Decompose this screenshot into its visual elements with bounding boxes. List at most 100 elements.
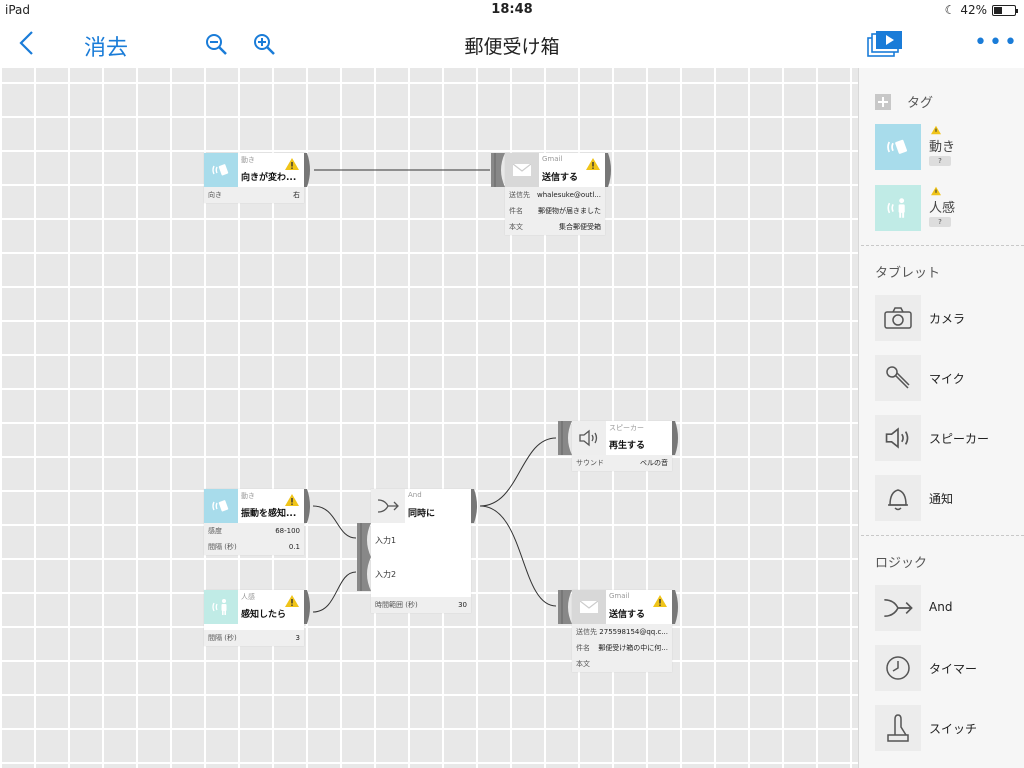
page-title: 郵便受け箱 bbox=[464, 36, 560, 58]
speaker-icon bbox=[572, 421, 606, 455]
and-input-1: 入力1 bbox=[375, 535, 397, 545]
component-palette: タグ 動き ? 人感 ? タブレット カメラ マイク スピーカー 通知 ロジック bbox=[858, 68, 1024, 768]
tags-header: タグ bbox=[907, 96, 934, 111]
palette-item-camera[interactable]: カメラ bbox=[875, 295, 1024, 341]
wire-and-speaker bbox=[479, 437, 557, 507]
node-motion-direction[interactable]: 動き 向きが変わ... 向き右 bbox=[204, 153, 310, 203]
zoom-in-icon[interactable] bbox=[252, 32, 276, 56]
param-value: 68-100 bbox=[275, 527, 300, 535]
human-sensor-icon bbox=[875, 185, 921, 231]
speaker-icon bbox=[875, 415, 921, 461]
output-port[interactable] bbox=[672, 590, 681, 624]
clock: 18:48 bbox=[491, 2, 533, 17]
moon-icon: ☾ bbox=[944, 3, 956, 17]
motion-tag-icon bbox=[875, 124, 921, 170]
palette-item-speaker[interactable]: スピーカー bbox=[875, 415, 1024, 461]
palette-item-switch[interactable]: スイッチ bbox=[875, 705, 1024, 751]
wire-motion2-and1 bbox=[312, 505, 357, 539]
node-category: 人感 bbox=[241, 593, 255, 601]
node-speaker-play[interactable]: スピーカー 再生する サウンドベルの音 bbox=[558, 421, 678, 471]
input-port-2[interactable] bbox=[357, 557, 371, 591]
node-category: Gmail bbox=[542, 155, 563, 163]
palette-label: And bbox=[929, 600, 953, 614]
human-sensor-icon bbox=[204, 590, 238, 624]
status-bar: iPad 18:48 ☾ 42% bbox=[0, 0, 1024, 20]
connection-wires bbox=[312, 169, 557, 613]
node-and[interactable]: And 同時に 入力1 入力2 時間範囲 (秒)30 bbox=[357, 489, 477, 613]
bell-icon bbox=[875, 475, 921, 521]
node-human-sensor[interactable]: 人感 感知したら 間隔 (秒)3 bbox=[204, 590, 310, 646]
warning-icon bbox=[285, 595, 299, 607]
section-divider bbox=[861, 245, 1024, 246]
param-row: 向き右 bbox=[204, 187, 304, 203]
and-merge-icon bbox=[875, 585, 921, 631]
param-value: 郵便受け箱の中に何... bbox=[598, 644, 668, 652]
palette-item-timer[interactable]: タイマー bbox=[875, 645, 1024, 691]
node-title: 再生する bbox=[609, 441, 646, 451]
param-key: 感度 bbox=[208, 527, 222, 535]
param-key: 件名 bbox=[509, 207, 523, 215]
param-row: 間隔 (秒) 0.1 bbox=[204, 539, 304, 555]
palette-item-and[interactable]: And bbox=[875, 585, 1024, 631]
param-key: サウンド bbox=[576, 459, 604, 467]
output-port[interactable] bbox=[672, 421, 681, 455]
nav-bar: 消去 郵便受け箱 ••• bbox=[0, 20, 1024, 68]
device-name: iPad bbox=[5, 3, 31, 17]
input-port[interactable] bbox=[491, 153, 505, 187]
node-category: 動き bbox=[241, 492, 255, 500]
timer-icon bbox=[875, 645, 921, 691]
param-row: サウンドベルの音 bbox=[572, 455, 672, 471]
param-key: 件名 bbox=[576, 644, 590, 652]
node-title: 送信する bbox=[542, 173, 579, 183]
input-port[interactable] bbox=[558, 590, 572, 624]
node-title: 向きが変わ... bbox=[241, 173, 297, 183]
palette-label: 通知 bbox=[929, 492, 954, 506]
output-port[interactable] bbox=[304, 590, 313, 624]
node-category: スピーカー bbox=[609, 424, 644, 432]
output-port[interactable] bbox=[304, 153, 313, 187]
add-tag-icon[interactable] bbox=[875, 94, 891, 110]
tag-badge: ? bbox=[929, 156, 951, 166]
param-row: 本文集合郵便受箱 bbox=[505, 219, 605, 235]
tag-label: 人感 bbox=[929, 201, 956, 216]
node-title: 送信する bbox=[609, 610, 646, 620]
output-port[interactable] bbox=[605, 153, 614, 187]
param-value: 0.1 bbox=[288, 543, 300, 551]
warning-icon bbox=[285, 494, 299, 506]
input-port[interactable] bbox=[558, 421, 572, 455]
warning-icon bbox=[586, 158, 600, 170]
clear-button[interactable]: 消去 bbox=[84, 36, 129, 61]
param-key: 間隔 (秒) bbox=[208, 634, 237, 642]
node-motion-vibration[interactable]: 動き 振動を感知... 感度 68-100 間隔 (秒) 0.1 bbox=[204, 489, 310, 555]
output-port[interactable] bbox=[471, 489, 480, 523]
battery-fill bbox=[994, 6, 1002, 14]
palette-tag-human[interactable]: 人感 ? bbox=[875, 185, 1024, 231]
more-button[interactable]: ••• bbox=[974, 30, 1019, 55]
palette-label: カメラ bbox=[929, 312, 966, 326]
mail-icon bbox=[572, 590, 606, 624]
node-category: 動き bbox=[241, 156, 255, 164]
palette-item-microphone[interactable]: マイク bbox=[875, 355, 1024, 401]
node-category: Gmail bbox=[609, 592, 630, 600]
palette-tag-motion[interactable]: 動き ? bbox=[875, 124, 1024, 170]
input-port-1[interactable] bbox=[357, 523, 371, 557]
zoom-out-icon[interactable] bbox=[204, 32, 228, 56]
and-merge-icon bbox=[371, 489, 405, 523]
warning-icon bbox=[653, 595, 667, 607]
back-chevron-icon[interactable] bbox=[14, 28, 40, 58]
preview-play-icon[interactable] bbox=[866, 30, 904, 58]
status-right: ☾ 42% bbox=[944, 3, 1018, 17]
output-port[interactable] bbox=[304, 489, 313, 523]
node-title: 振動を感知... bbox=[241, 509, 297, 519]
param-key: 送信先 bbox=[576, 628, 597, 636]
param-value: 275598154@qq.c... bbox=[599, 628, 668, 636]
param-key: 間隔 (秒) bbox=[208, 543, 237, 551]
param-row: 本文 bbox=[572, 656, 672, 672]
wire-human-and2 bbox=[312, 571, 357, 613]
palette-item-notification[interactable]: 通知 bbox=[875, 475, 1024, 521]
battery-icon bbox=[992, 4, 1018, 16]
